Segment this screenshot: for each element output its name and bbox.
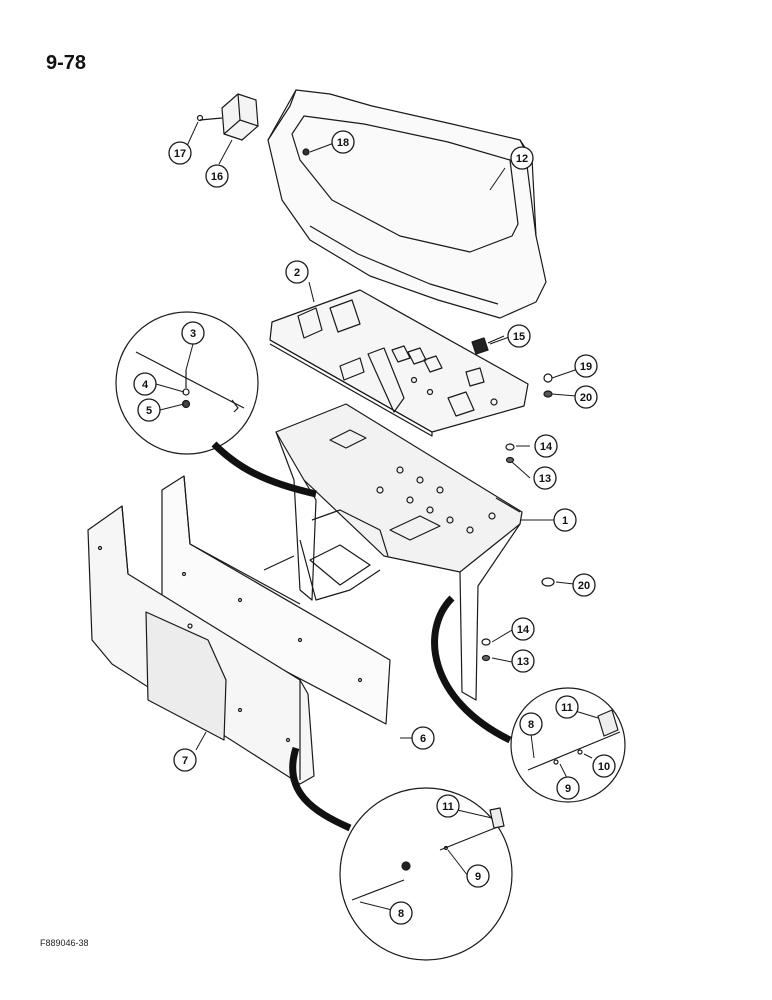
callout-5: 5 xyxy=(137,398,161,422)
figure-code: F889046-38 xyxy=(40,938,89,948)
svg-text:18: 18 xyxy=(337,137,349,149)
callout-10: 10 xyxy=(592,754,616,778)
svg-text:14: 14 xyxy=(540,441,553,453)
svg-text:16: 16 xyxy=(211,171,223,183)
svg-text:4: 4 xyxy=(142,379,149,391)
svg-text:1: 1 xyxy=(562,515,568,527)
svg-text:9: 9 xyxy=(475,871,481,883)
svg-text:2: 2 xyxy=(294,267,300,279)
svg-text:9: 9 xyxy=(565,783,571,795)
callout-9-right: 9 xyxy=(556,776,580,800)
part-7-outer-panel xyxy=(87,505,315,785)
svg-text:12: 12 xyxy=(516,153,528,165)
callout-19: 19 xyxy=(574,354,598,378)
callout-20-lower: 20 xyxy=(572,573,596,597)
svg-text:6: 6 xyxy=(420,733,426,745)
svg-text:13: 13 xyxy=(539,473,551,485)
callout-11-right: 11 xyxy=(555,695,579,719)
callout-17: 17 xyxy=(168,141,192,165)
callout-8-right: 8 xyxy=(519,712,543,736)
svg-text:10: 10 xyxy=(598,761,610,773)
svg-text:17: 17 xyxy=(174,148,186,160)
callout-16: 16 xyxy=(205,164,229,188)
callout-12: 12 xyxy=(510,146,534,170)
svg-text:11: 11 xyxy=(561,702,573,714)
callout-14-lower: 14 xyxy=(511,617,535,641)
callout-13-lower: 13 xyxy=(511,649,535,673)
callout-6: 6 xyxy=(411,726,435,750)
svg-text:11: 11 xyxy=(442,801,454,813)
callout-9-bottom: 9 xyxy=(466,864,490,888)
svg-text:13: 13 xyxy=(517,656,529,668)
svg-text:20: 20 xyxy=(580,392,592,404)
callout-3: 3 xyxy=(181,321,205,345)
page-number: 9-78 xyxy=(46,52,87,74)
svg-text:8: 8 xyxy=(528,719,534,731)
callout-8-bottom: 8 xyxy=(389,901,413,925)
part-15-switch xyxy=(471,335,505,355)
callout-20-upper: 20 xyxy=(574,385,598,409)
callout-4: 4 xyxy=(133,372,157,396)
callout-13-upper: 13 xyxy=(533,466,557,490)
svg-text:5: 5 xyxy=(146,405,152,417)
svg-text:19: 19 xyxy=(580,361,592,373)
svg-text:8: 8 xyxy=(398,908,404,920)
part-16-light-housing xyxy=(199,93,259,141)
svg-text:20: 20 xyxy=(578,580,590,592)
svg-text:15: 15 xyxy=(513,331,525,343)
callout-18: 18 xyxy=(331,130,355,154)
svg-text:7: 7 xyxy=(182,755,188,767)
part-2-switch-panel xyxy=(269,289,529,437)
svg-text:3: 3 xyxy=(190,328,196,340)
callout-7: 7 xyxy=(173,748,197,772)
callout-2: 2 xyxy=(285,260,309,284)
callout-14-upper: 14 xyxy=(534,434,558,458)
part-1-console-frame xyxy=(263,403,523,701)
callout-15: 15 xyxy=(507,324,531,348)
callout-1: 1 xyxy=(553,508,577,532)
svg-text:14: 14 xyxy=(517,624,530,636)
callout-11-bottom: 11 xyxy=(436,794,460,818)
detail-circle-bottom xyxy=(289,746,513,961)
